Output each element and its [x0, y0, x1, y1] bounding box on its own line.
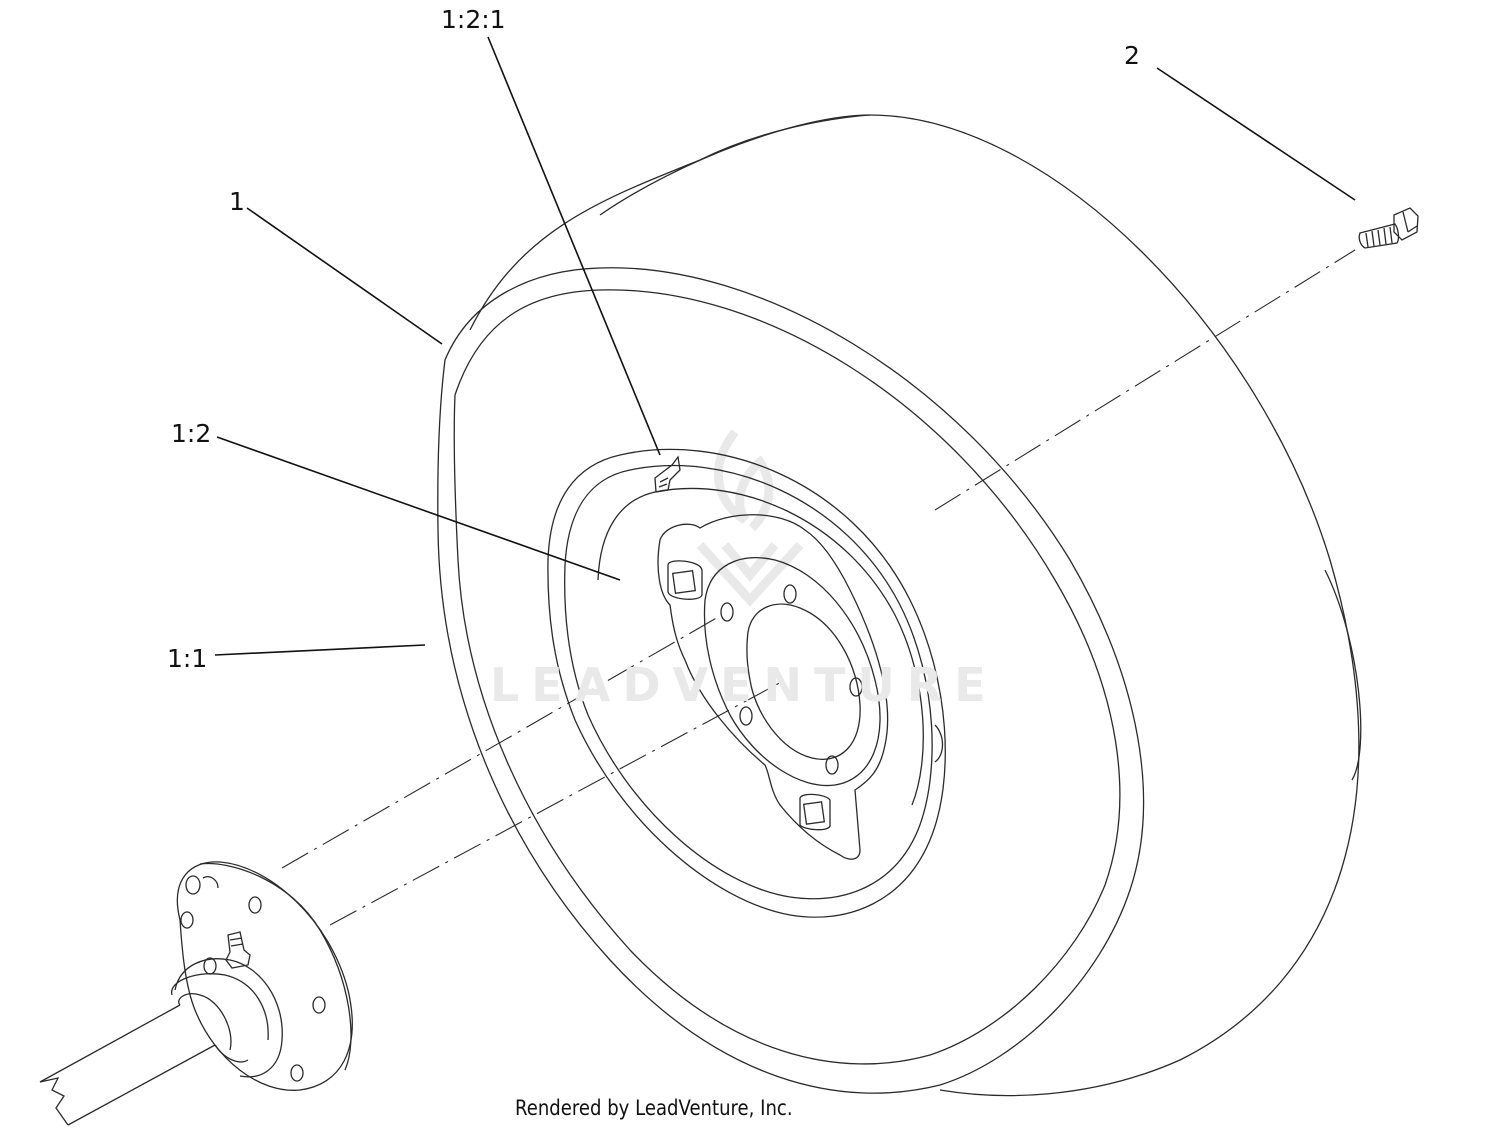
- axis-centerline: [281, 615, 721, 869]
- stud-window-frame: [667, 560, 703, 600]
- leader-line-2: [1156, 67, 1356, 201]
- flange-hole: [185, 875, 201, 895]
- flange-hole: [180, 911, 194, 929]
- axle-shaft: [39, 1004, 216, 1126]
- flange-hole: [290, 1064, 304, 1082]
- render-credit: Rendered by LeadVenture, Inc.: [515, 1096, 793, 1120]
- rim-dish: [597, 487, 924, 806]
- center-bore: [746, 603, 861, 760]
- axle-break: [39, 1077, 69, 1126]
- bolt-hole: [720, 602, 734, 622]
- watermark-logo: [696, 429, 804, 607]
- tire-front-outer: [437, 267, 1145, 1094]
- tire-front-inner: [453, 289, 1121, 1065]
- rim-inner-lip: [564, 464, 933, 900]
- bolt-hole: [783, 584, 797, 604]
- leader-line-1-2: [216, 436, 621, 581]
- callout-2[interactable]: 2: [1124, 41, 1140, 70]
- lug-bolt: [1358, 207, 1419, 249]
- flange-hole: [312, 996, 326, 1014]
- leader-line-1: [246, 207, 443, 345]
- axle-step: [178, 993, 232, 1051]
- hub-collar: [174, 958, 283, 1078]
- valve-stem: [654, 455, 681, 493]
- leader-line-1-2-1: [487, 36, 661, 456]
- bolt-hole: [849, 677, 863, 697]
- hub-flange: [176, 861, 353, 1091]
- callout-1[interactable]: 1: [229, 187, 245, 216]
- callout-1-1[interactable]: 1:1: [167, 644, 208, 673]
- stud-window: [671, 569, 697, 595]
- tire-sidewall-curve: [1324, 569, 1362, 781]
- flange-slot: [202, 876, 219, 889]
- leader-line-1-1: [214, 644, 426, 656]
- callout-1-2[interactable]: 1:2: [171, 419, 212, 448]
- hub-flange-edge: [199, 862, 352, 1071]
- bolt-hole: [739, 706, 753, 726]
- axle-shaft-bottom: [214, 1044, 249, 1063]
- watermark-text: LEADVENTURE: [490, 658, 998, 712]
- rim-notch: [934, 724, 944, 763]
- hub-collar-face: [171, 973, 269, 1041]
- axis-centerline-lower: [329, 679, 786, 926]
- valve-stem-detail: [658, 477, 669, 488]
- stud-window-frame: [799, 793, 831, 831]
- tire-tread-top: [469, 114, 871, 331]
- flange-hole: [248, 896, 262, 914]
- bolt-hole: [825, 755, 839, 775]
- tire-outer-back: [599, 114, 1360, 1097]
- hub-plate: [657, 514, 889, 860]
- callout-1-2-1[interactable]: 1:2:1: [441, 5, 506, 34]
- rim-outer: [547, 448, 946, 918]
- hub-ring-outer: [703, 557, 881, 787]
- axis-centerline: [934, 249, 1356, 511]
- stud-window: [802, 801, 826, 825]
